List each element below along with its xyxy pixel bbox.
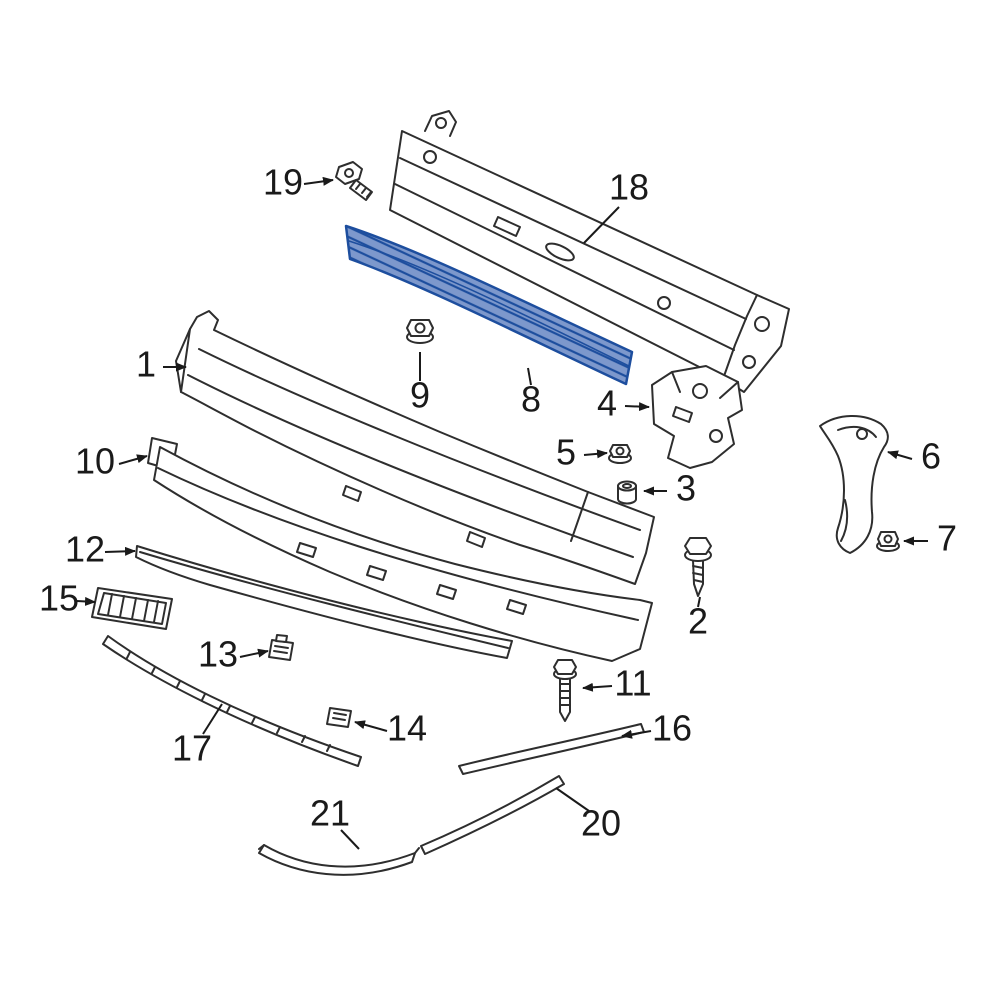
callout-8: 8 <box>521 367 541 420</box>
part-number-label: 21 <box>310 793 350 834</box>
callout-2: 2 <box>688 596 708 642</box>
part-number-label: 7 <box>937 518 957 559</box>
part-17-trim-strip <box>102 635 362 767</box>
part-8-absorber-highlighted <box>344 224 634 386</box>
part-10-bumper-cover-lower <box>147 437 653 662</box>
part-number-label: 9 <box>410 375 430 416</box>
part-number-label: 16 <box>652 708 692 749</box>
part-number-label: 10 <box>75 441 115 482</box>
callout-9: 9 <box>410 352 430 416</box>
callout-15: 15 <box>39 578 96 619</box>
part-number-label: 13 <box>198 634 238 675</box>
part-18-impact-bar <box>389 110 790 393</box>
leader-line <box>583 449 608 459</box>
part-number-label: 8 <box>521 379 541 420</box>
part-20-trim-strip <box>420 775 565 855</box>
part-12-trim-strip <box>135 545 513 659</box>
leader-line <box>303 176 334 186</box>
callout-18: 18 <box>583 167 649 244</box>
part-9-nut <box>406 319 434 344</box>
leader-line <box>555 787 590 812</box>
leader-line <box>118 454 148 465</box>
part-number-label: 18 <box>609 167 649 208</box>
part-number-label: 1 <box>136 344 156 385</box>
leader-line <box>527 367 532 386</box>
callout-13: 13 <box>198 634 269 675</box>
part-number-label: 14 <box>387 708 427 749</box>
part-4-bracket <box>651 365 743 469</box>
callout-16: 16 <box>621 708 692 749</box>
part-14-clip <box>326 707 352 728</box>
leader-line <box>887 450 913 460</box>
leader-line <box>354 720 388 732</box>
part-5-nut <box>608 444 632 464</box>
callout-1: 1 <box>136 344 187 385</box>
part-3-nut <box>617 480 637 505</box>
part-number-label: 19 <box>263 162 303 203</box>
leader-line <box>697 596 701 608</box>
part-number-label: 15 <box>39 578 79 619</box>
part-11-bolt <box>553 659 577 722</box>
callout-10: 10 <box>75 441 148 482</box>
leader-line <box>621 729 652 739</box>
callout-14: 14 <box>354 708 427 749</box>
callout-11: 11 <box>582 663 652 704</box>
leader-line <box>624 402 650 412</box>
callout-3: 3 <box>643 468 696 509</box>
leader-line <box>582 682 613 692</box>
part-number-label: 3 <box>676 468 696 509</box>
part-number-label: 2 <box>688 601 708 642</box>
callout-5: 5 <box>556 432 608 473</box>
callout-12: 12 <box>65 529 136 570</box>
callout-7: 7 <box>903 518 957 559</box>
part-number-label: 11 <box>614 663 651 704</box>
part-1-bumper-cover-upper <box>175 310 655 585</box>
part-number-label: 4 <box>597 383 617 424</box>
part-2-screw <box>684 537 712 597</box>
part-number-label: 17 <box>172 728 212 769</box>
callout-6: 6 <box>887 436 941 477</box>
callout-17: 17 <box>172 703 223 769</box>
part-7-nut <box>876 531 900 552</box>
part-number-label: 20 <box>581 803 621 844</box>
leader-line <box>239 648 269 658</box>
part-13-clip <box>268 634 294 661</box>
part-16-trim-strip <box>458 723 645 775</box>
leader-line <box>76 596 96 606</box>
callout-4: 4 <box>597 383 650 424</box>
part-number-label: 12 <box>65 529 105 570</box>
part-15-grille-insert <box>91 587 173 630</box>
part-19-bolt <box>335 161 373 201</box>
leader-line <box>202 703 223 735</box>
part-6-side-bracket <box>819 415 889 554</box>
leader-line <box>583 206 620 244</box>
part-number-label: 5 <box>556 432 576 473</box>
leader-line <box>340 829 360 850</box>
callout-19: 19 <box>263 162 334 203</box>
callout-20: 20 <box>555 787 621 844</box>
leader-line <box>104 546 136 556</box>
callout-21: 21 <box>310 793 360 850</box>
part-number-label: 6 <box>921 436 941 477</box>
part-21-trim-strip <box>258 844 420 876</box>
